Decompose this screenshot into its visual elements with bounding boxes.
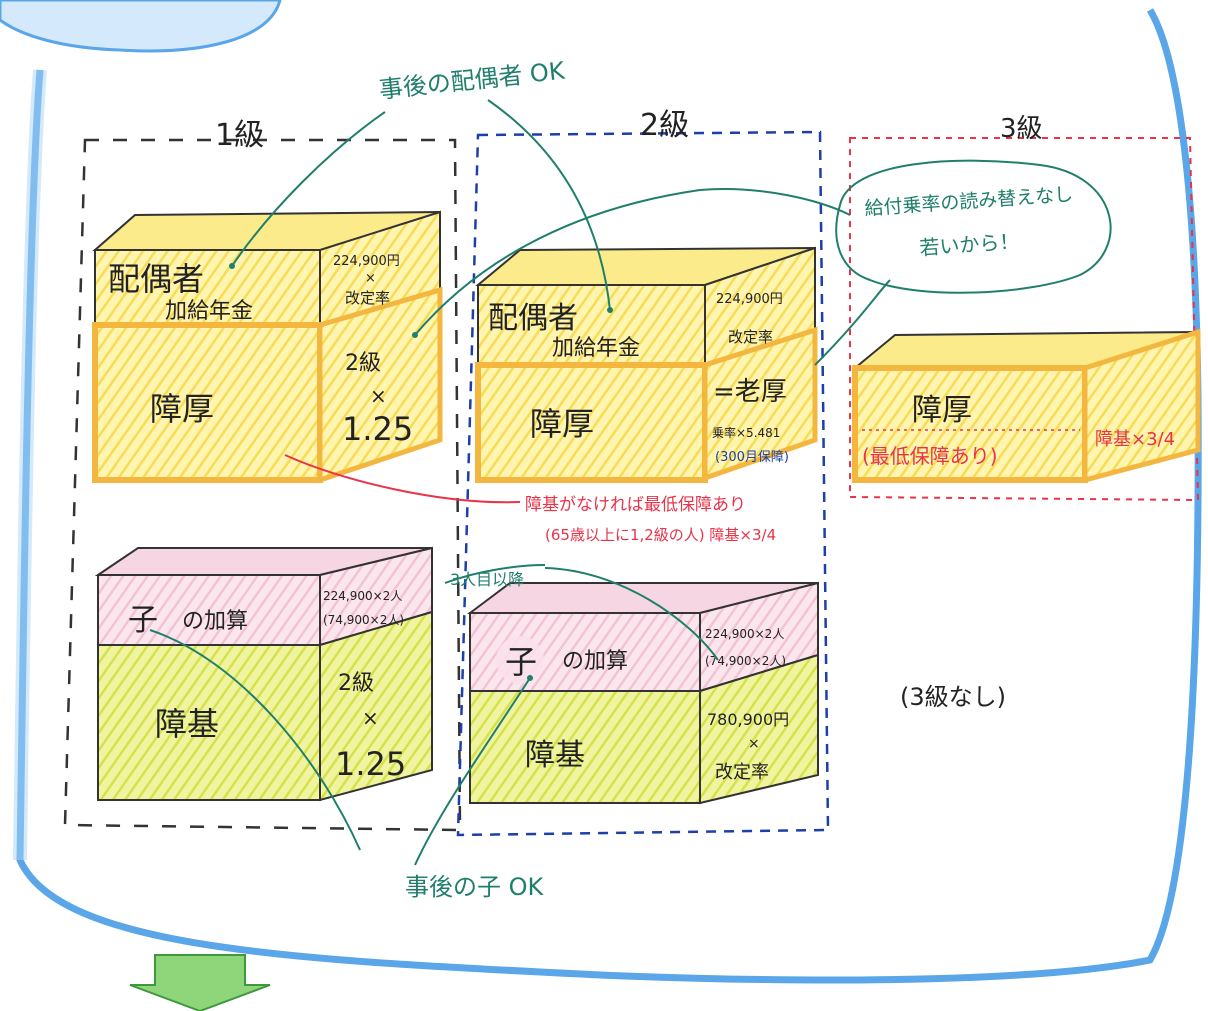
grade1-spouse-label: 配偶者 (108, 260, 204, 298)
grade2-kiso-side1: 780,900円 (707, 710, 789, 729)
grade3-header: 3級 (1000, 114, 1043, 144)
grade1-kosei-side1: 2級 (345, 351, 381, 376)
grade2-kosei-side3: (300月保障) (715, 450, 789, 465)
red-connector-line (284, 454, 521, 504)
grade2-kosei-side1: =老厚 (713, 377, 787, 407)
grade1-header: 1級 (215, 118, 264, 153)
grade2-kosei-side2: 乗率×5.481 (712, 425, 780, 440)
grade1-kiso-side1: 2級 (338, 671, 374, 696)
grade1-child-side2: (74,900×2人) (323, 613, 404, 627)
green-down-arrow-icon (129, 954, 271, 1011)
callout-third-child: 3人目以降 (450, 570, 524, 589)
grade1-kiso-side2: 1.25 (335, 745, 406, 783)
callout-bubble-line1: 給付乗率の読み替えなし (864, 183, 1074, 220)
speech-bubble (835, 159, 1112, 294)
grade1-upper-box (92, 210, 443, 484)
callout-top-green: 事後の配偶者 OK (378, 57, 567, 104)
grade2-spouse-sub: 加給年金 (552, 336, 640, 361)
grade1-child-side1: 224,900×2人 (323, 589, 402, 603)
grade2-header: 2級 (640, 108, 689, 143)
grade2-spouse-side2: 改定率 (728, 328, 773, 346)
callout-red-line1: 障基がなければ最低保障あり (525, 495, 746, 515)
grade3-box (852, 328, 1201, 484)
grade3-kosei-sub: (最低保障あり) (862, 444, 998, 468)
grade2-child-side1: 224,900×2人 (705, 627, 784, 641)
grade2-child-sub: の加算 (562, 649, 628, 674)
callout-bubble-line2: 若いから！ (919, 229, 1020, 260)
grade2-child-circle (496, 636, 544, 684)
grade2-child-label: 子 (505, 643, 537, 681)
grade1-kiso-label: 障基 (155, 705, 219, 743)
grade3-kosei-side: 障基×3/4 (1095, 429, 1175, 450)
grade2-child-side2: (74,900×2人) (705, 654, 786, 668)
grade3-frame (849, 137, 1200, 502)
callout-red-line2: (65歳以上に1,2級の人) 障基×3/4 (545, 526, 776, 544)
grade1-spouse-side2: 改定率 (345, 289, 390, 307)
grade2-frame (456, 130, 830, 837)
grade1-spouse-side1: 224,900円 (333, 254, 400, 269)
grade1-frame (63, 138, 462, 832)
grade1-child-sub: の加算 (182, 609, 248, 634)
grade1-kiso-side-x: × (362, 706, 379, 730)
grade2-spouse-label: 配偶者 (488, 301, 578, 336)
grade1-kosei-side-x: × (370, 384, 387, 408)
green-connector-lines (149, 99, 891, 866)
grade2-kiso-side2: 改定率 (715, 762, 769, 783)
grade1-kosei-side2: 1.25 (342, 410, 413, 448)
grade3-kosei-label: 障厚 (912, 393, 972, 428)
grade1-spouse-sub: 加給年金 (165, 299, 253, 324)
grade1-kosei-label: 障厚 (150, 390, 214, 428)
grade2-spouse-side1: 224,900円 (716, 292, 783, 307)
grade1-child-label: 子 (128, 603, 158, 638)
grade1-lower-box (94, 546, 433, 802)
grade2-kosei-label: 障厚 (530, 405, 594, 443)
grade2-kiso-side-x: × (748, 736, 760, 752)
callout-bottom-green: 事後の子 OK (405, 873, 545, 901)
grade2-upper-box (475, 246, 818, 483)
grade2-kiso-label: 障基 (525, 738, 585, 773)
grade3-none: (3級なし) (900, 683, 1006, 711)
grade1-spouse-side-x: × (365, 271, 376, 286)
